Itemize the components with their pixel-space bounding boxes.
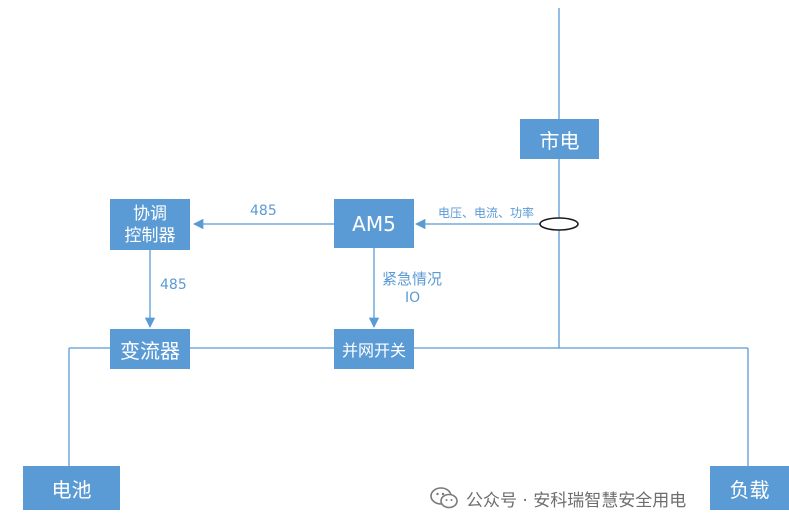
coord-to-pcs-label: 485 bbox=[160, 277, 187, 293]
am5-box: AM5 bbox=[334, 199, 414, 248]
switch-label: 并网开关 bbox=[341, 341, 406, 360]
emergency-label: 紧急情况 bbox=[382, 270, 443, 288]
load-box: 负载 bbox=[710, 466, 789, 510]
watermark: 公众号 · 安科瑞智慧安全用电 bbox=[430, 484, 686, 512]
battery-label: 电池 bbox=[51, 477, 92, 502]
wechat-icon bbox=[430, 487, 458, 509]
am5-label: AM5 bbox=[352, 211, 396, 236]
coordinator-label-line1: 协调 bbox=[133, 203, 167, 224]
coordinator-box: 协调 控制器 bbox=[110, 199, 190, 250]
switch-box: 并网开关 bbox=[334, 329, 414, 369]
grid-box: 市电 bbox=[520, 119, 599, 159]
io-label: IO bbox=[405, 290, 421, 306]
coordinator-label-line2: 控制器 bbox=[124, 225, 176, 246]
am5-to-coord-label: 485 bbox=[250, 203, 277, 219]
battery-box: 电池 bbox=[23, 466, 120, 510]
grid-label: 市电 bbox=[539, 128, 580, 153]
watermark-text: 公众号 · 安科瑞智慧安全用电 bbox=[466, 490, 687, 511]
load-label: 负载 bbox=[729, 477, 770, 502]
current-transformer bbox=[539, 217, 579, 231]
pcs-box: 变流器 bbox=[110, 329, 190, 369]
measure-label: 电压、电流、功率 bbox=[438, 206, 535, 220]
pcs-label: 变流器 bbox=[120, 338, 180, 363]
